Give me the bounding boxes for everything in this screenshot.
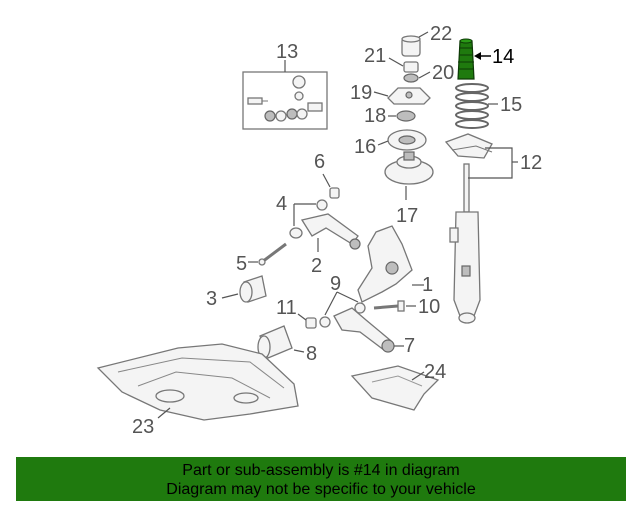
info-banner: Part or sub-assembly is #14 in diagram D… (16, 457, 626, 501)
part-7-lower-control-arm (333, 307, 395, 353)
callout-3[interactable]: 3 (206, 288, 217, 310)
callout-5[interactable]: 5 (236, 253, 247, 275)
leader-21 (388, 57, 404, 67)
part-8-bushing (257, 325, 293, 359)
callout-10[interactable]: 10 (418, 296, 440, 318)
leader-19 (373, 91, 389, 97)
leader-22 (418, 31, 429, 38)
leader-4 (293, 203, 316, 226)
callout-19[interactable]: 19 (350, 82, 372, 104)
part-22-bump-cap (401, 35, 421, 57)
part-18-bushing (396, 110, 416, 122)
banner-line-2: Diagram may not be specific to your vehi… (166, 481, 476, 498)
callout-14[interactable]: 14 (492, 46, 514, 68)
leader-6 (322, 173, 331, 188)
part-9-bushings (319, 302, 366, 328)
callout-12[interactable]: 12 (520, 152, 542, 174)
callout-13[interactable]: 13 (276, 41, 298, 63)
callout-17[interactable]: 17 (396, 205, 418, 227)
part-16-spring-seat (387, 129, 427, 151)
callout-21[interactable]: 21 (364, 45, 386, 67)
part-13-hardware-kit (242, 71, 328, 130)
part-4-bushings (289, 199, 328, 239)
leader-11 (297, 313, 307, 321)
leader-8 (293, 349, 305, 353)
leader-9 (324, 291, 359, 316)
callout-11[interactable]: 11 (276, 297, 297, 319)
callout-18[interactable]: 18 (364, 105, 386, 127)
part-21-nut (403, 61, 419, 73)
callout-23[interactable]: 23 (132, 416, 154, 438)
callout-4[interactable]: 4 (276, 193, 287, 215)
leader-23 (157, 407, 171, 419)
part-5-bolt (258, 242, 287, 266)
leader-16 (377, 140, 389, 146)
part-3-bushing (239, 275, 267, 303)
part-17-strut-mount (384, 151, 434, 185)
callout-9[interactable]: 9 (330, 273, 341, 295)
leader-12 (468, 147, 513, 179)
parts-diagram: 13 22 21 20 19 18 16 17 (96, 23, 542, 438)
part-15-coil-spring (455, 83, 489, 129)
leader-3 (221, 293, 239, 299)
callout-24[interactable]: 24 (424, 361, 446, 383)
part-19-mount-plate (387, 87, 431, 105)
part-23-subframe (96, 343, 299, 421)
part-2-upper-control-arm (300, 213, 361, 250)
part-12-strut-assembly (444, 133, 493, 324)
callout-8[interactable]: 8 (306, 343, 317, 365)
part-20-washer (403, 73, 419, 83)
banner-line-1: Part or sub-assembly is #14 in diagram (182, 462, 460, 479)
part-14-dust-boot (457, 38, 475, 80)
callout-15[interactable]: 15 (500, 94, 522, 116)
callout-22[interactable]: 22 (430, 23, 452, 45)
leader-24 (411, 371, 425, 381)
part-10-bolt (373, 300, 405, 312)
part-11-nut (305, 317, 317, 329)
callout-1[interactable]: 1 (422, 274, 433, 296)
callout-16[interactable]: 16 (354, 136, 376, 158)
part-1-steering-knuckle (357, 225, 413, 303)
callout-20[interactable]: 20 (432, 62, 454, 84)
callout-7[interactable]: 7 (404, 335, 415, 357)
leader-20 (418, 71, 431, 79)
callout-2[interactable]: 2 (311, 255, 322, 277)
callout-6[interactable]: 6 (314, 151, 325, 173)
part-6-nut (329, 187, 340, 199)
